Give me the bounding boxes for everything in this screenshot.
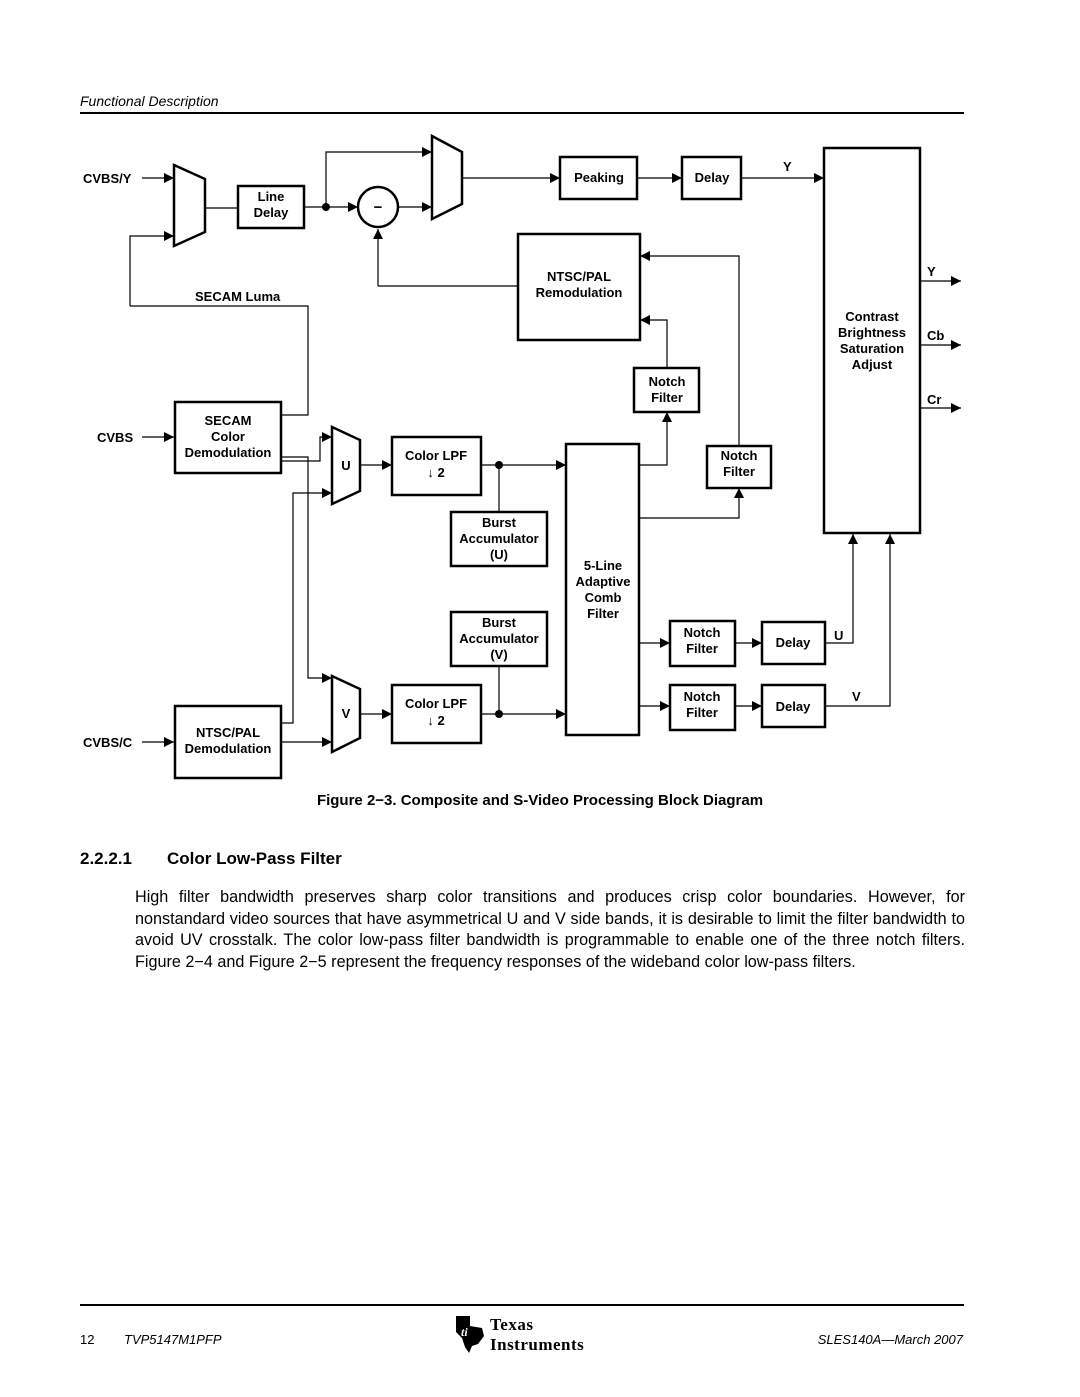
lpf-v-label-2: ↓ 2 xyxy=(427,713,444,728)
out-cb-label: Cb xyxy=(927,328,944,343)
mux-v-shape xyxy=(330,674,362,755)
document-name: TVP5147M1PFP xyxy=(124,1332,222,1347)
line-delay-label-2: Delay xyxy=(254,205,289,220)
lpf-v-label-1: Color LPF xyxy=(405,696,467,711)
secam-demod-block xyxy=(173,400,283,475)
burst-v-label-3: (V) xyxy=(490,647,507,662)
signal-y-label: Y xyxy=(783,159,792,174)
mux-u-shape xyxy=(330,425,362,506)
remod-label-2: Remodulation xyxy=(536,285,623,300)
section-number: 2.2.2.1 xyxy=(80,849,132,868)
block-diagram: CVBS/Y CVBS CVBS/C Line Delay − SECAM Lu… xyxy=(83,133,961,780)
signal-lines xyxy=(129,147,961,747)
input-mux-shape xyxy=(172,163,207,248)
notch1-label-1: Notch xyxy=(649,374,686,389)
peaking-label: Peaking xyxy=(574,170,624,185)
comb-filter-block xyxy=(564,442,641,737)
diagram-labels: CVBS/Y CVBS CVBS/C Line Delay − SECAM Lu… xyxy=(83,159,944,756)
notch-filter-3-block xyxy=(668,619,737,668)
notch-filter-1-block xyxy=(632,366,701,414)
secam-demod-label-1: SECAM xyxy=(205,413,252,428)
adjust-label-1: Contrast xyxy=(845,309,899,324)
page-number: 12 xyxy=(80,1332,95,1347)
mux-u-label: U xyxy=(341,458,350,473)
burst-u-label-3: (U) xyxy=(490,547,508,562)
secam-demod-label-2: Color xyxy=(211,429,245,444)
burst-u-label-1: Burst xyxy=(482,515,517,530)
label-cvbs-c: CVBS/C xyxy=(83,735,133,750)
subtractor-label: − xyxy=(374,199,383,216)
header-rule xyxy=(80,112,964,114)
burst-acc-u-block xyxy=(449,510,549,568)
notch2-label-1: Notch xyxy=(721,448,758,463)
ntsc-pal-demod-block xyxy=(173,704,283,780)
notch-filter-4-block xyxy=(668,683,737,732)
subtractor-shape xyxy=(356,185,400,229)
secam-luma-label: SECAM Luma xyxy=(195,289,281,304)
line-delay-block xyxy=(236,184,306,230)
section-heading: 2.2.2.1 Color Low-Pass Filter xyxy=(80,849,342,869)
delay-v-block xyxy=(760,683,827,729)
lpf-u-label-1: Color LPF xyxy=(405,448,467,463)
delay-y-label: Delay xyxy=(695,170,730,185)
section-title: Color Low-Pass Filter xyxy=(167,849,342,868)
secam-demod-label-3: Demodulation xyxy=(185,445,272,460)
peaking-block xyxy=(558,155,639,201)
comb-label-3: Comb xyxy=(585,590,622,605)
burst-acc-v-block xyxy=(449,610,549,668)
adjust-label-3: Saturation xyxy=(840,341,904,356)
luma-mux-shape xyxy=(430,133,464,222)
adjust-block xyxy=(822,146,922,535)
color-lpf-u-block xyxy=(390,435,483,497)
remod-label-1: NTSC/PAL xyxy=(547,269,611,284)
figure-caption: Figure 2−3. Composite and S-Video Proces… xyxy=(316,792,764,809)
adjust-label-4: Adjust xyxy=(852,357,893,372)
label-cvbs: CVBS xyxy=(97,430,133,445)
burst-v-label-1: Burst xyxy=(482,615,517,630)
notch2-label-2: Filter xyxy=(723,464,755,479)
notch4-label-2: Filter xyxy=(686,705,718,720)
delay-v-label: Delay xyxy=(776,699,811,714)
body-paragraph: High filter bandwidth preserves sharp co… xyxy=(135,888,965,971)
label-cvbs-y: CVBS/Y xyxy=(83,171,132,186)
junction-dots xyxy=(322,203,503,718)
color-lpf-v-block xyxy=(390,683,483,745)
diagram-blocks xyxy=(172,133,922,780)
logo-word-instruments: Instruments xyxy=(490,1335,585,1354)
delay-u-block xyxy=(760,620,827,666)
notch3-label-1: Notch xyxy=(684,625,721,640)
ntsc-demod-label-2: Demodulation xyxy=(185,741,272,756)
out-y-label: Y xyxy=(927,264,936,279)
texas-instruments-logo: ti Texas Instruments xyxy=(452,1314,587,1360)
lpf-u-label-2: ↓ 2 xyxy=(427,465,444,480)
adjust-label-2: Brightness xyxy=(838,325,906,340)
comb-label-1: 5-Line xyxy=(584,558,622,573)
notch-filter-2-block xyxy=(705,444,773,490)
burst-u-label-2: Accumulator xyxy=(459,531,538,546)
logo-word-texas: Texas xyxy=(490,1315,534,1334)
texas-state-icon: ti xyxy=(456,1316,484,1353)
notch4-label-1: Notch xyxy=(684,689,721,704)
notch3-label-2: Filter xyxy=(686,641,718,656)
signal-u-label: U xyxy=(834,628,843,643)
running-header: Functional Description xyxy=(80,93,219,109)
line-delay-label-1: Line xyxy=(258,189,285,204)
signal-v-label: V xyxy=(852,689,861,704)
document-reference: SLES140A—March 2007 xyxy=(817,1332,963,1347)
out-cr-label: Cr xyxy=(927,392,941,407)
delay-y-block xyxy=(680,155,743,201)
burst-v-label-2: Accumulator xyxy=(459,631,538,646)
footer-rule xyxy=(80,1304,964,1306)
notch1-label-2: Filter xyxy=(651,390,683,405)
remodulation-block xyxy=(516,232,642,342)
delay-u-label: Delay xyxy=(776,635,811,650)
comb-label-2: Adaptive xyxy=(576,574,631,589)
comb-label-4: Filter xyxy=(587,606,619,621)
mux-v-label: V xyxy=(342,706,351,721)
ntsc-demod-label-1: NTSC/PAL xyxy=(196,725,260,740)
svg-text:ti: ti xyxy=(461,1325,468,1339)
